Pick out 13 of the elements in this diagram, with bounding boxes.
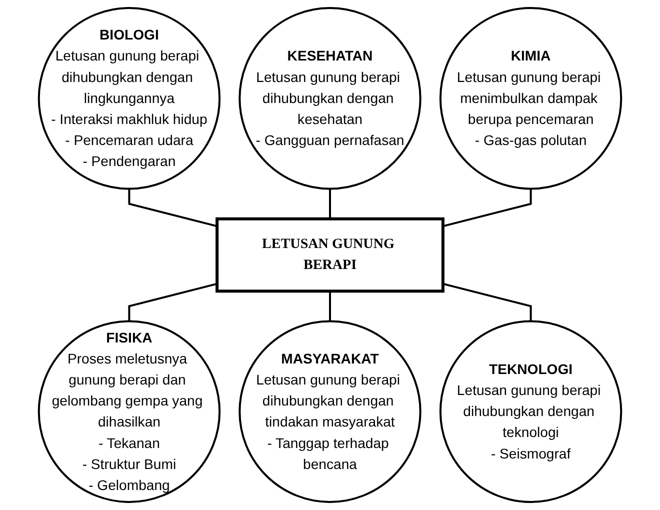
node-circle: TEKNOLOGI Letusan gunung berapi dihubungkan dengan teknologi - Seismograf <box>439 320 622 503</box>
node-circle: KIMIA Letusan gunung berapi menimbulkan dampak berupa pencemaran - Gas-gas polutan <box>439 7 622 190</box>
node-box: LETUSAN GUNUNG BERAPI <box>216 217 444 293</box>
connector <box>128 282 218 322</box>
node-circle: KESEHATAN Letusan gunung berapi dihubungkan dengan kesehatan - Gangguan pernafasan <box>238 7 422 190</box>
node-circle: FISIKA Proses meletusnya gunung berapi dan gelombang gempa yang dihasilkan - Tekanan - Struktur Bumi - Gelombang <box>38 320 221 503</box>
connector <box>442 188 532 228</box>
node-circle: MASYARAKAT Letusan gunung berapi dihubungkan dengan tindakan masyarakat - Tanggap terhadap bencana <box>238 320 422 503</box>
connector <box>442 282 532 322</box>
connector <box>128 188 218 228</box>
connector <box>329 188 331 219</box>
node-circle: BIOLOGI Letusan gunung berapi dihubungkan dengan lingkungannya - Interaksi makhluk hidup - Pencemaran udara - Pendengaran <box>38 7 221 190</box>
connector <box>329 291 331 322</box>
